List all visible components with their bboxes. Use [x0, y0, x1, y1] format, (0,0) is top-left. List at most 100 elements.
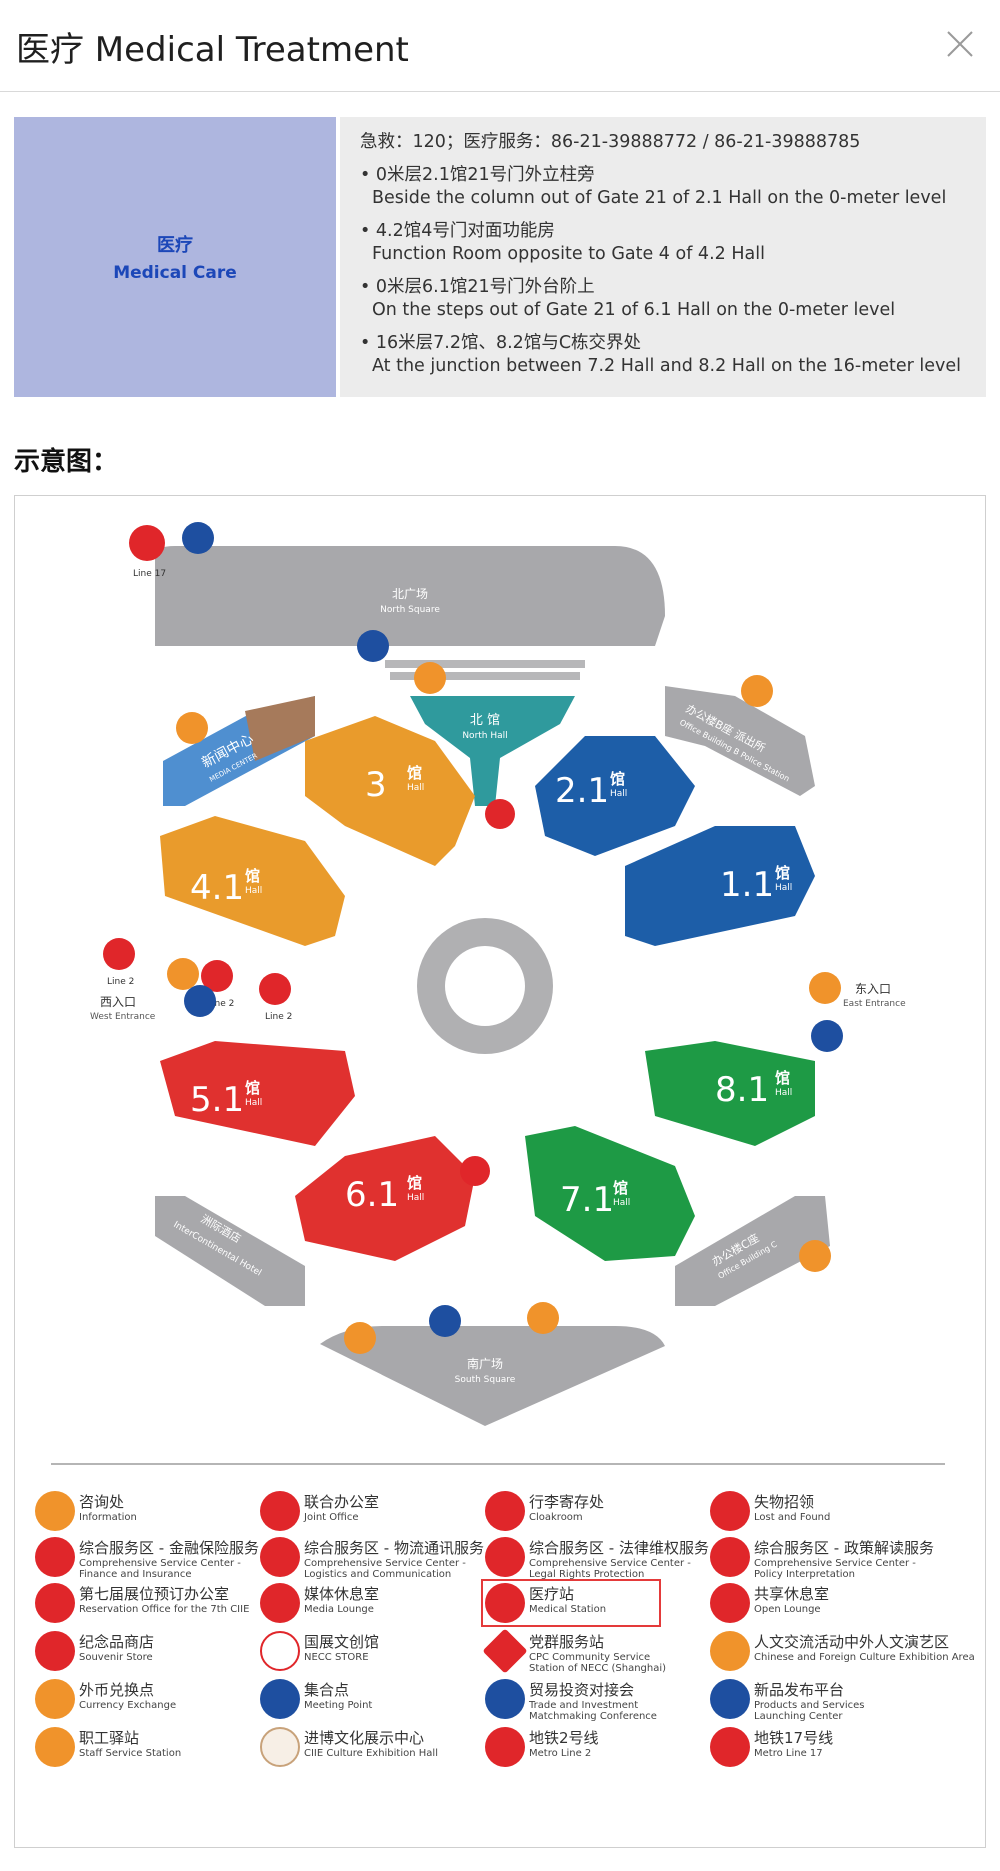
- info-icon: [167, 958, 199, 990]
- emergency-contact: 急救：120；医疗服务：86-21-39888772 / 86-21-39888…: [360, 132, 861, 152]
- venue-map-drawing: 北广场 North Square 北 馆 North Hall 新闻中心 MED…: [90, 522, 906, 1426]
- location-en: On the steps out of Gate 21 of 6.1 Hall …: [372, 300, 896, 320]
- legal-service-icon: [485, 1537, 525, 1577]
- category-zh: 医疗: [157, 235, 193, 256]
- legend-label-en: Station of NECC (Shanghai): [529, 1663, 667, 1674]
- info-icon: [414, 662, 446, 694]
- joint-office-icon: [260, 1491, 300, 1531]
- cloakroom-icon: [485, 1491, 525, 1531]
- hall-number: 5.1: [190, 1080, 244, 1120]
- currency-exchange-icon: [35, 1679, 75, 1719]
- legend-label-zh: 行李寄存处: [529, 1493, 605, 1511]
- hall-5-1-shape: [160, 1041, 355, 1146]
- close-icon[interactable]: [942, 26, 978, 62]
- finance-service-icon: [35, 1537, 75, 1577]
- legend-label-zh: 地铁2号线: [529, 1729, 599, 1747]
- legend-label-zh: 外币兑换点: [79, 1681, 155, 1699]
- meeting-point-icon: [260, 1679, 300, 1719]
- metro-line-2-icon: [103, 938, 135, 970]
- hall-2-1-shape: [535, 736, 695, 856]
- south-square-label-zh: 南广场: [467, 1356, 503, 1371]
- cpc-service-station-icon: [482, 1628, 528, 1674]
- hall-word: 馆: [775, 864, 790, 882]
- hall-word-en: Hall: [775, 1088, 792, 1098]
- info-icon: [344, 1322, 376, 1354]
- legend-label-en: Reservation Office for the 7th CIIE: [79, 1604, 250, 1615]
- legend-label-zh: 党群服务站: [529, 1633, 605, 1651]
- legend-label-en: Cloakroom: [529, 1512, 583, 1523]
- legend-label-en: Information: [79, 1512, 137, 1523]
- legend-label-zh: 综合服务区 - 法律维权服务: [529, 1539, 709, 1557]
- info-icon: [176, 712, 208, 744]
- policy-service-icon: [710, 1537, 750, 1577]
- location-zh: • 4.2馆4号门对面功能房: [360, 221, 555, 241]
- meeting-point-icon: [429, 1305, 461, 1337]
- north-hall-label-zh: 北 馆: [470, 713, 500, 728]
- legend-label-zh: 综合服务区 - 金融保险服务: [79, 1539, 259, 1557]
- legend-label-en: Meeting Point: [304, 1700, 373, 1711]
- legend-label-en: Metro Line 2: [529, 1748, 592, 1759]
- dialog-header: 医疗 Medical Treatment: [0, 0, 1000, 92]
- location-zh: • 0米层6.1馆21号门外台阶上: [360, 277, 595, 297]
- souvenir-store-icon: [35, 1631, 75, 1671]
- legend-label-en: Comprehensive Service Center -: [79, 1558, 241, 1569]
- legend-label-en: Chinese and Foreign Culture Exhibition A…: [754, 1652, 975, 1663]
- info-icon: [35, 1491, 75, 1531]
- hall-8-1-shape: [645, 1041, 815, 1146]
- info-icon: [741, 675, 773, 707]
- legend-label-en: Metro Line 17: [754, 1748, 823, 1759]
- medical-station-icon: [485, 1583, 525, 1623]
- legend-label-en: Finance and Insurance: [79, 1569, 192, 1580]
- legend-label-zh: 人文交流活动中外人文演艺区: [754, 1633, 950, 1651]
- hall-word: 馆: [245, 867, 260, 885]
- legend-label-zh: 失物招领: [754, 1493, 815, 1511]
- metro-line-2-icon: [201, 960, 233, 992]
- necc-store-icon: [260, 1631, 300, 1671]
- hall-word: 馆: [613, 1179, 628, 1197]
- office-c-shape: [675, 1196, 830, 1306]
- metro-line-2-label: Line 2: [107, 977, 134, 987]
- south-square-shape: [320, 1326, 665, 1426]
- media-center-annex: [245, 696, 315, 761]
- hall-3-shape: [305, 716, 475, 866]
- location-item: • 4.2馆4号门对面功能房 Function Room opposite to…: [360, 220, 986, 266]
- east-entrance-zh: 东入口: [855, 982, 891, 996]
- metro-line-2-icon: [485, 1727, 525, 1767]
- legend-label-en: Medical Station: [529, 1604, 607, 1615]
- medical-station-highlight: [481, 1579, 661, 1627]
- legend-label-zh: 第七届展位预订办公室: [79, 1585, 230, 1603]
- medical-station-icon: [485, 799, 515, 829]
- metro-line-17-label: Line 17: [133, 569, 166, 579]
- hall-1-1-shape: [625, 826, 815, 946]
- diagram-label: 示意图：: [14, 447, 119, 477]
- info-icon: [799, 1240, 831, 1272]
- location-item: • 16米层7.2馆、8.2馆与C栋交界处 At the junction be…: [360, 332, 986, 378]
- venue-map: 北广场 North Square 北 馆 North Hall 新闻中心 MED…: [14, 495, 986, 1848]
- metro-line-17-icon: [710, 1727, 750, 1767]
- staff-station-icon: [35, 1727, 75, 1767]
- meeting-point-icon: [357, 630, 389, 662]
- legend-label-en: Legal Rights Protection: [529, 1569, 645, 1580]
- legend-label-en: Comprehensive Service Center -: [754, 1558, 916, 1569]
- legend-label-zh: 贸易投资对接会: [529, 1681, 635, 1699]
- page-title: 医疗 Medical Treatment: [16, 30, 409, 70]
- legend-label-zh: 集合点: [304, 1681, 350, 1699]
- meeting-point-icon: [184, 985, 216, 1017]
- hall-4-1-shape: [160, 816, 345, 946]
- legend-label-en: Launching Center: [754, 1711, 843, 1722]
- location-item: • 0米层6.1馆21号门外台阶上 On the steps out of Ga…: [360, 276, 986, 322]
